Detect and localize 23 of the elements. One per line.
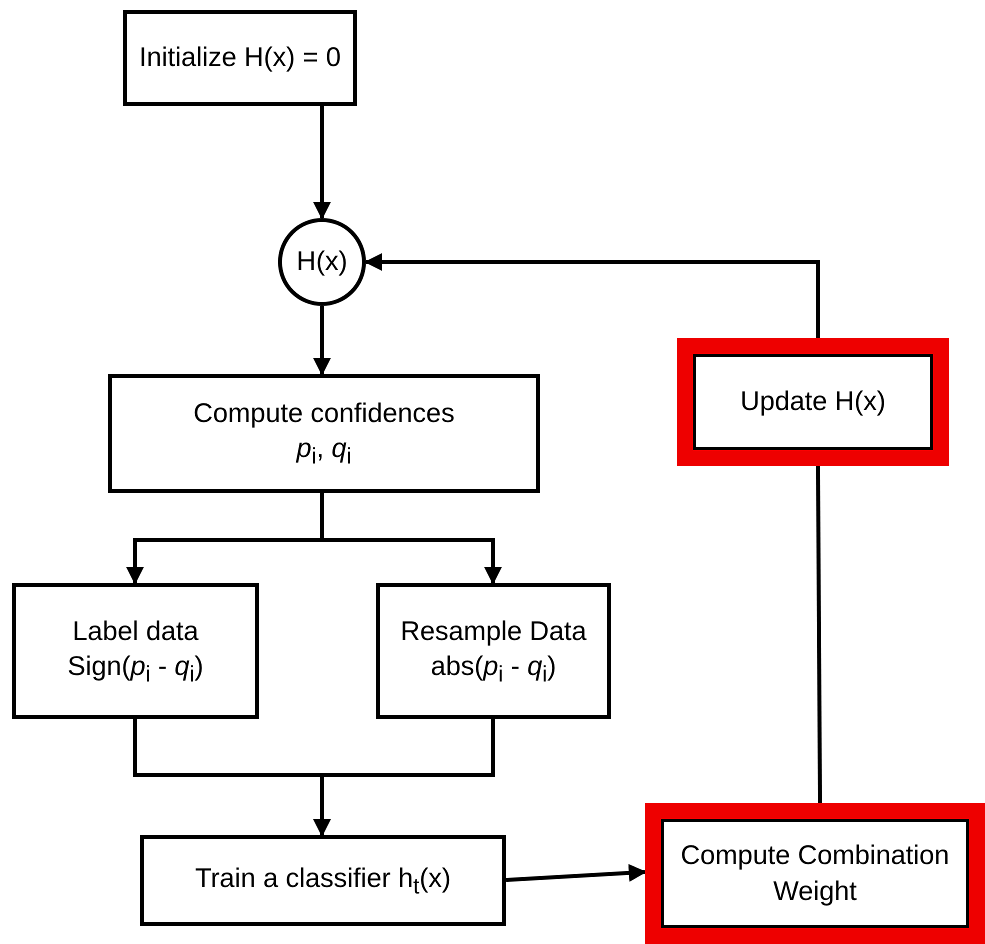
process-box: [140, 835, 506, 926]
node-label: Update H(x): [740, 385, 886, 418]
node-label: Resample Data: [400, 614, 587, 648]
node-label: H(x): [296, 245, 348, 278]
process-box: [108, 374, 540, 493]
arrow: [506, 864, 647, 882]
node-label: abs(p$_{i}$ - q$_{i}$): [430, 650, 556, 688]
node-label: Sign(p$_{i}$ - q$_{i}$): [67, 650, 204, 688]
node-label: Train a classifier h$_{t}$(x): [195, 862, 451, 900]
node-label: Compute Combination Weight: [680, 839, 950, 908]
node-label: Compute confidences: [193, 397, 455, 430]
arrow: [313, 306, 331, 376]
highlighted-box: [677, 338, 949, 466]
highlighted-box: [645, 803, 985, 944]
node-label: Initialize H(x) = 0: [139, 41, 341, 74]
node-label: Label data: [72, 614, 199, 648]
arrow: [320, 493, 502, 585]
arrow: [313, 106, 331, 220]
process-box: [376, 583, 611, 719]
process-box: [12, 583, 259, 719]
node-label: p$_{i}$, q$_{i}$: [296, 432, 352, 471]
arrow: [364, 253, 820, 338]
process-box: [123, 10, 357, 106]
